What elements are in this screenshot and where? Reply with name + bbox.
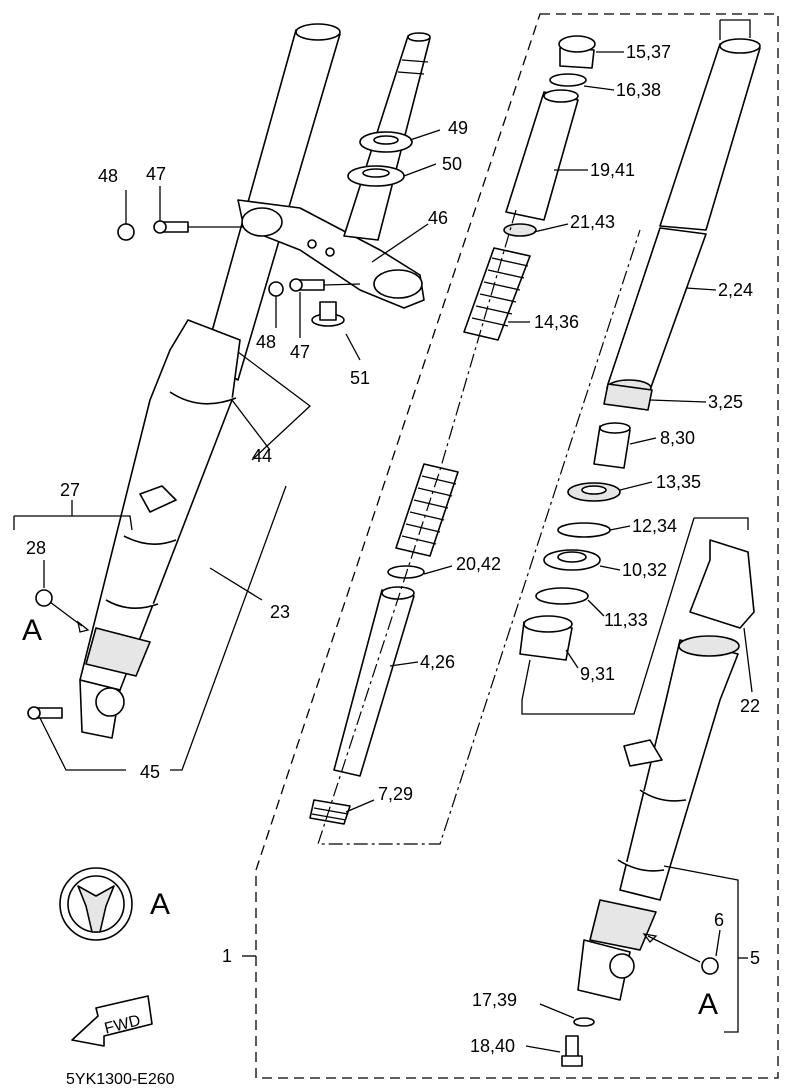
callout-44: 44 bbox=[252, 446, 272, 466]
assembly-boundary bbox=[255, 13, 779, 1079]
callout-46: 46 bbox=[428, 208, 448, 228]
view-markers: A A A bbox=[22, 614, 718, 1021]
assembled-fork-left bbox=[27, 23, 431, 739]
right-components bbox=[519, 38, 761, 1067]
callout-28: 28 bbox=[26, 538, 46, 558]
fork-internals bbox=[309, 35, 641, 845]
callout-7-29: 7,29 bbox=[378, 784, 413, 804]
callout-8-30: 8,30 bbox=[660, 428, 695, 448]
callout-labels: 1 2,24 3,25 4,26 5 6 7,29 8,30 9,31 10,3… bbox=[26, 42, 760, 1056]
callout-9-31: 9,31 bbox=[580, 664, 615, 684]
view-marker-right: A bbox=[698, 988, 718, 1021]
callout-10-32: 10,32 bbox=[622, 560, 667, 580]
callout-13-35: 13,35 bbox=[656, 472, 701, 492]
callout-6: 6 bbox=[714, 910, 724, 930]
callout-50: 50 bbox=[442, 154, 462, 174]
callout-1: 1 bbox=[222, 946, 232, 966]
callout-51: 51 bbox=[350, 368, 370, 388]
leaders-center bbox=[345, 51, 624, 813]
view-marker-emblem: A bbox=[150, 888, 170, 921]
tuning-fork-emblem-icon bbox=[59, 867, 133, 941]
leaders-left bbox=[13, 129, 441, 771]
callout-23: 23 bbox=[270, 602, 290, 622]
callout-4-26: 4,26 bbox=[420, 652, 455, 672]
view-marker-left: A bbox=[22, 614, 42, 647]
callout-3-25: 3,25 bbox=[708, 392, 743, 412]
callout-15-37: 15,37 bbox=[626, 42, 671, 62]
callout-20-42: 20,42 bbox=[456, 554, 501, 574]
callout-48-lower: 48 bbox=[256, 332, 276, 352]
callout-2-24: 2,24 bbox=[718, 280, 753, 300]
callout-11-33: 11,33 bbox=[604, 610, 648, 630]
drawing-code: 5YK1300-E260 bbox=[66, 1071, 175, 1088]
callout-47-lower: 47 bbox=[290, 342, 310, 362]
callout-14-36: 14,36 bbox=[534, 312, 579, 332]
callout-18-40: 18,40 bbox=[470, 1036, 515, 1056]
forward-arrow-icon: FWD bbox=[71, 995, 153, 1047]
callout-49: 49 bbox=[448, 118, 468, 138]
callout-22: 22 bbox=[740, 696, 760, 716]
callout-47-upper: 47 bbox=[146, 164, 166, 184]
callout-12-34: 12,34 bbox=[632, 516, 677, 536]
leaders-right bbox=[525, 19, 753, 1053]
callout-19-41: 19,41 bbox=[590, 160, 635, 180]
callout-5: 5 bbox=[750, 948, 760, 968]
callout-27: 27 bbox=[60, 480, 80, 500]
callout-48-upper: 48 bbox=[98, 166, 118, 186]
callout-17-39: 17,39 bbox=[472, 990, 517, 1010]
callout-21-43: 21,43 bbox=[570, 212, 615, 232]
callout-16-38: 16,38 bbox=[616, 80, 661, 100]
callout-45: 45 bbox=[140, 762, 160, 782]
